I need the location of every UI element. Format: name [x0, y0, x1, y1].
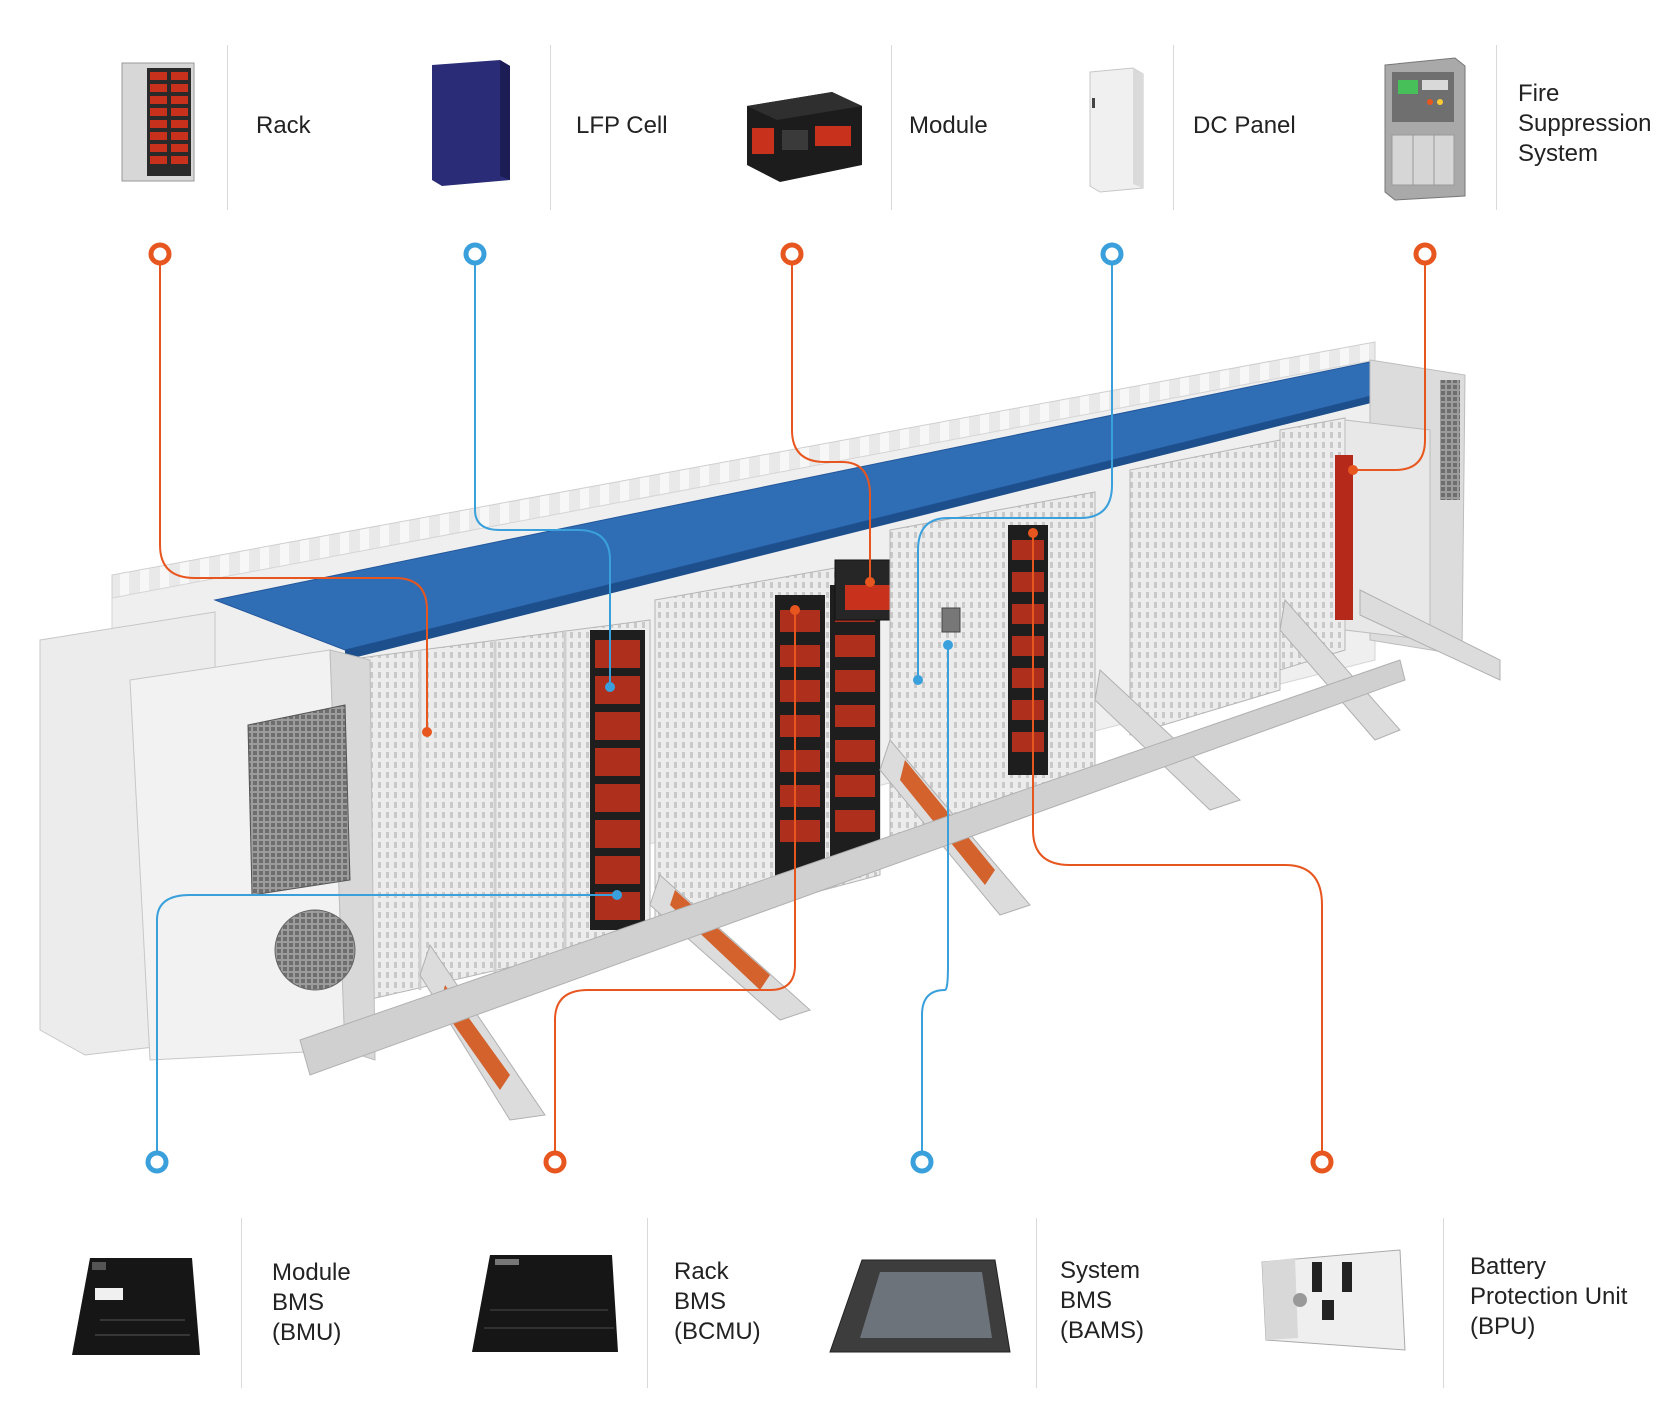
bms-board-icon	[72, 1258, 200, 1355]
marker-dc-panel[interactable]	[1100, 242, 1124, 266]
top-markers	[148, 242, 1437, 266]
fire-suppression-unit	[1335, 419, 1431, 641]
marker-module[interactable]	[780, 242, 804, 266]
marker-module-bms[interactable]	[145, 1150, 169, 1174]
leader-line-lfp-cell	[474, 262, 611, 687]
divider	[227, 45, 228, 210]
leader-line-rack	[159, 262, 428, 732]
bms-board-icon	[472, 1255, 618, 1352]
bottom-markers	[145, 1150, 1334, 1174]
leader-line-module-bms	[156, 894, 617, 1160]
leader-lines	[156, 262, 1426, 1160]
leader-line-rack-bms	[554, 610, 796, 1160]
fire-panel-icon	[1384, 57, 1466, 201]
cabinet-icon	[1089, 67, 1144, 193]
battery-module-icon	[747, 92, 862, 182]
leader-line-module	[791, 262, 871, 582]
label-rack-bms: Rack BMS (BCMU)	[674, 1258, 761, 1345]
label-module: Module	[909, 112, 988, 139]
marker-rack[interactable]	[148, 242, 172, 266]
marker-bpu[interactable]	[1310, 1150, 1334, 1174]
module-stack-1	[590, 630, 645, 930]
label-lfp-cell: LFP Cell	[576, 112, 668, 139]
divider	[647, 1218, 648, 1388]
hvac-unit	[39, 611, 376, 1061]
container-illustration	[39, 341, 1501, 1121]
label-module-bms: Module BMS (BMU)	[272, 1259, 351, 1346]
rack-icon	[121, 62, 195, 182]
label-system-bms: System BMS (BAMS)	[1060, 1257, 1144, 1344]
rack-cabinet-2	[654, 559, 911, 936]
marker-lfp-cell[interactable]	[463, 242, 487, 266]
leader-line-system-bms	[921, 645, 949, 1160]
marker-system-bms[interactable]	[910, 1150, 934, 1174]
divider	[891, 45, 892, 210]
label-fire-suppression: Fire Suppression System	[1518, 80, 1652, 167]
label-dc-panel: DC Panel	[1193, 112, 1296, 139]
leader-endpoints	[422, 465, 1358, 900]
touchscreen-icon	[829, 1259, 1011, 1353]
label-bpu: Battery Protection Unit (BPU)	[1470, 1253, 1628, 1340]
leader-line-bpu	[1032, 533, 1323, 1160]
label-rack: Rack	[256, 112, 311, 139]
divider	[1173, 45, 1174, 210]
marker-rack-bms[interactable]	[543, 1150, 567, 1174]
rack-cabinet-1	[344, 619, 651, 1006]
divider	[550, 45, 551, 210]
rack-cabinet-4	[1129, 417, 1346, 736]
protection-unit-icon	[1261, 1249, 1406, 1351]
marker-fire-suppression[interactable]	[1413, 242, 1437, 266]
divider	[1443, 1218, 1444, 1388]
divider	[1496, 45, 1497, 210]
divider	[241, 1218, 242, 1388]
leader-line-dc-panel	[917, 262, 1113, 680]
leader-line-fire-suppression	[1353, 262, 1426, 471]
divider	[1036, 1218, 1037, 1388]
battery-cell-icon	[432, 60, 510, 186]
rack-cabinet-3	[889, 491, 1096, 851]
